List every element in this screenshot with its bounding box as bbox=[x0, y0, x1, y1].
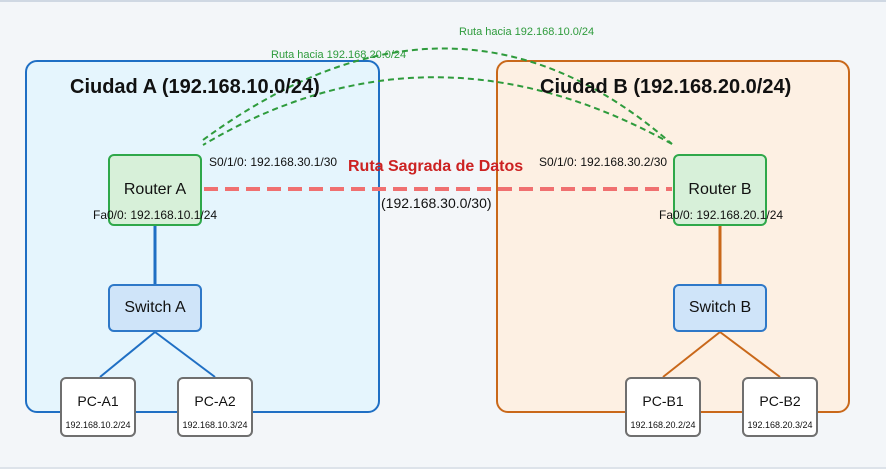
city-b-area bbox=[496, 60, 850, 413]
pc-a1-name: PC-A1 bbox=[77, 393, 119, 409]
city-a-area bbox=[25, 60, 380, 413]
pc-b1[interactable]: PC-B1 192.168.20.2/24 bbox=[625, 377, 701, 437]
link-switch-b-pc-b1 bbox=[662, 331, 721, 378]
pc-a2-name: PC-A2 bbox=[194, 393, 236, 409]
router-b-fa-label: Fa0/0: 192.168.20.1/24 bbox=[659, 208, 784, 222]
wan-link-subnet: (192.168.30.0/30) bbox=[381, 195, 492, 211]
pc-a1[interactable]: PC-A1 192.168.10.2/24 bbox=[60, 377, 136, 437]
pc-b2-name: PC-B2 bbox=[759, 393, 801, 409]
router-a-fa-label: Fa0/0: 192.168.10.1/24 bbox=[93, 208, 218, 222]
city-b-title: Ciudad B (192.168.20.0/24) bbox=[540, 76, 792, 98]
pc-b2[interactable]: PC-B2 192.168.20.3/24 bbox=[742, 377, 818, 437]
router-b[interactable]: Router B bbox=[673, 154, 767, 226]
pc-b2-ip: 192.168.20.3/24 bbox=[747, 420, 813, 430]
router-a-label: Router A bbox=[123, 181, 187, 198]
bottom-border-line bbox=[0, 467, 886, 469]
switch-b-label: Switch B bbox=[688, 299, 752, 316]
pc-a1-ip: 192.168.10.2/24 bbox=[65, 420, 131, 430]
pc-b1-name: PC-B1 bbox=[642, 393, 684, 409]
route-arc-to-b bbox=[202, 47, 673, 145]
route-label-to-a: Ruta hacia 192.168.10.0/24 bbox=[459, 26, 595, 38]
link-switch-b-pc-b2 bbox=[719, 331, 781, 378]
pc-a2[interactable]: PC-A2 192.168.10.3/24 bbox=[177, 377, 253, 437]
wan-link-title: Ruta Sagrada de Datos bbox=[348, 158, 524, 175]
route-label-to-b: Ruta hacia 192.168.20.0/24 bbox=[271, 49, 407, 61]
router-b-serial-label: S0/1/0: 192.168.30.2/30 bbox=[539, 155, 668, 169]
switch-a-label: Switch A bbox=[124, 299, 186, 316]
link-switch-a-pc-a1 bbox=[99, 331, 156, 378]
link-switch-a-pc-a2 bbox=[154, 331, 216, 378]
router-b-label: Router B bbox=[688, 181, 752, 198]
pc-a2-ip: 192.168.10.3/24 bbox=[182, 420, 248, 430]
router-a-serial-label: S0/1/0: 192.168.30.1/30 bbox=[209, 155, 338, 169]
city-a-title: Ciudad A (192.168.10.0/24) bbox=[70, 76, 320, 98]
pc-b1-ip: 192.168.20.2/24 bbox=[630, 420, 696, 430]
switch-b[interactable]: Switch B bbox=[673, 284, 767, 332]
switch-a[interactable]: Switch A bbox=[108, 284, 202, 332]
route-arc-to-a bbox=[202, 76, 673, 146]
top-border-line bbox=[0, 0, 886, 2]
router-a[interactable]: Router A bbox=[108, 154, 202, 226]
